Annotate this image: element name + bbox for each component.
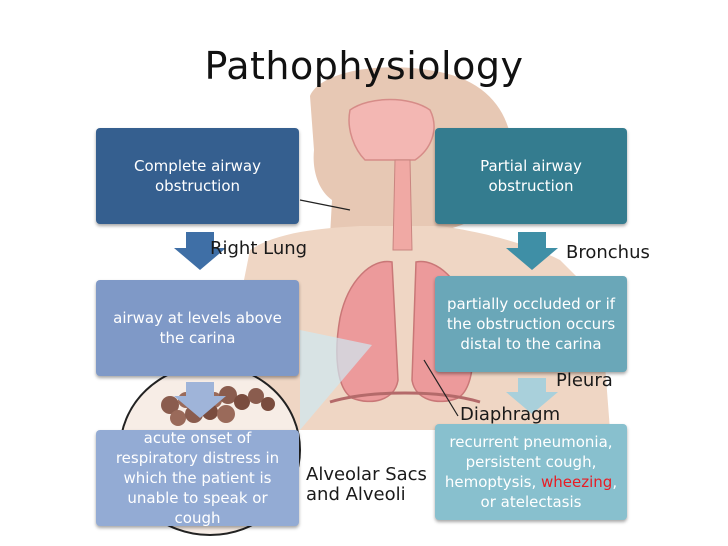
arrow-right-1 <box>506 232 558 270</box>
box-partial-obstruction: Partial airway obstruction <box>435 128 627 224</box>
diaphragm-shape <box>329 391 481 404</box>
box-acute-text: acute onset of respiratory distress in w… <box>115 429 280 527</box>
box-complete-text: Complete airway obstruction <box>134 157 261 195</box>
arrow-left-1 <box>174 232 226 270</box>
box-complete-obstruction: Complete airway obstruction <box>96 128 299 224</box>
box-acute-onset: acute onset of respiratory distress in w… <box>96 429 299 527</box>
wheezing-highlight: wheezing <box>541 473 613 491</box>
magnifier-beam <box>300 330 372 430</box>
label-diaphragm: Diaphragm <box>460 404 561 425</box>
recurrent-text-after: , or atelectasis <box>480 473 618 511</box>
box-above-carina-text: airway at levels above the carina <box>113 309 282 347</box>
label-and-alveoli: and Alveoli <box>306 484 406 505</box>
trachea <box>392 159 413 251</box>
box-recurrent-symptoms: recurrent pneumonia, persistent cough, h… <box>435 424 627 520</box>
box-partial-text: Partial airway obstruction <box>480 157 582 195</box>
arrow-left-2 <box>174 382 226 418</box>
label-pleura: Pleura <box>556 370 613 391</box>
box-recurrent-text: recurrent pneumonia, persistent cough, h… <box>443 432 619 512</box>
recurrent-text-before: recurrent pneumonia, persistent cough, h… <box>444 433 613 491</box>
label-bronchus: Bronchus <box>566 242 650 263</box>
label-right-lung: Right Lung <box>210 238 308 259</box>
nasal-cavity <box>348 98 435 161</box>
label-alveolar-sacs: Alveolar Sacs <box>306 464 427 485</box>
box-below-carina-text: partially occluded or if the obstruction… <box>446 295 616 353</box>
box-above-carina: airway at levels above the carina <box>96 280 299 376</box>
box-below-carina: partially occluded or if the obstruction… <box>435 276 627 372</box>
arrow-right-2 <box>506 378 558 414</box>
page-title: Pathophysiology <box>204 44 524 88</box>
